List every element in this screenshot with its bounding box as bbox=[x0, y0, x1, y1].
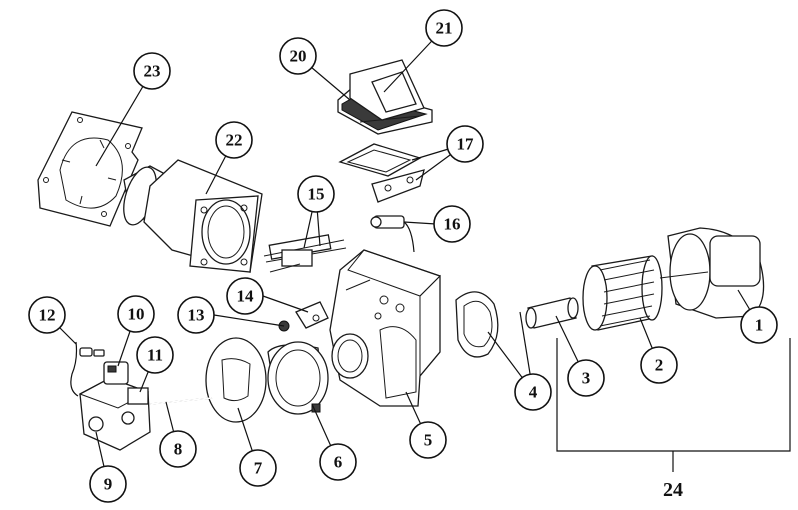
part-5-burner-housing bbox=[329, 249, 441, 407]
callout-1: 1 bbox=[740, 306, 778, 344]
svg-text:13: 13 bbox=[188, 306, 205, 325]
part-3-coupling bbox=[525, 297, 579, 329]
assembly-bracket bbox=[556, 338, 791, 472]
callout-15: 15 bbox=[297, 175, 335, 213]
callout-5: 5 bbox=[409, 421, 447, 459]
svg-text:6: 6 bbox=[334, 453, 343, 472]
svg-text:4: 4 bbox=[529, 383, 538, 402]
callout-10: 10 bbox=[117, 295, 155, 333]
part-7-air-disc bbox=[205, 337, 267, 423]
assembly-label-24: 24 bbox=[663, 479, 683, 501]
svg-text:21: 21 bbox=[436, 19, 453, 38]
part-15-electrode-assembly bbox=[263, 234, 347, 273]
svg-text:7: 7 bbox=[254, 459, 263, 478]
callout-11: 11 bbox=[136, 336, 174, 374]
callout-2: 2 bbox=[640, 346, 678, 384]
svg-text:8: 8 bbox=[174, 440, 183, 459]
part-8-oil-tube bbox=[149, 397, 213, 405]
callout-6: 6 bbox=[319, 443, 357, 481]
svg-text:15: 15 bbox=[308, 185, 325, 204]
part-14-bracket bbox=[295, 301, 329, 329]
part-2-fan-wheel bbox=[582, 255, 663, 331]
callout-21: 21 bbox=[425, 9, 463, 47]
part-6-air-shutter bbox=[267, 341, 329, 415]
part-22-blast-tube bbox=[123, 159, 263, 273]
callout-7: 7 bbox=[239, 449, 277, 487]
callout-12: 12 bbox=[28, 296, 66, 334]
svg-text:20: 20 bbox=[290, 47, 307, 66]
callout-13: 13 bbox=[177, 296, 215, 334]
svg-text:23: 23 bbox=[144, 62, 161, 81]
svg-text:5: 5 bbox=[424, 431, 433, 450]
callout-22: 22 bbox=[215, 121, 253, 159]
svg-text:2: 2 bbox=[655, 356, 664, 375]
part-11-valve-coil bbox=[127, 387, 149, 405]
callout-17: 17 bbox=[446, 125, 484, 163]
svg-text:11: 11 bbox=[147, 346, 163, 365]
svg-text:17: 17 bbox=[457, 135, 475, 154]
callout-9: 9 bbox=[89, 465, 127, 503]
part-1-motor bbox=[659, 227, 765, 319]
part-12-cable bbox=[70, 341, 105, 397]
svg-text:14: 14 bbox=[237, 287, 255, 306]
callout-23: 23 bbox=[133, 52, 171, 90]
part-10-solenoid-valve bbox=[103, 361, 129, 385]
part-21-cover-lid bbox=[349, 59, 425, 121]
svg-text:22: 22 bbox=[226, 131, 243, 150]
callout-3: 3 bbox=[567, 359, 605, 397]
part-16-photocell bbox=[370, 215, 415, 253]
svg-text:16: 16 bbox=[444, 215, 461, 234]
callout-4: 4 bbox=[514, 373, 552, 411]
svg-text:3: 3 bbox=[582, 369, 591, 388]
callout-20: 20 bbox=[279, 37, 317, 75]
svg-text:12: 12 bbox=[39, 306, 56, 325]
part-17-gasket-and-bracket bbox=[338, 143, 425, 203]
part-23-flange-gasket bbox=[37, 111, 143, 227]
callout-8: 8 bbox=[159, 430, 197, 468]
callout-16: 16 bbox=[433, 205, 471, 243]
callout-14: 14 bbox=[226, 277, 264, 315]
part-4-air-intake-gasket bbox=[455, 291, 499, 358]
svg-text:1: 1 bbox=[755, 316, 764, 335]
svg-text:10: 10 bbox=[128, 305, 145, 324]
svg-text:9: 9 bbox=[104, 475, 113, 494]
